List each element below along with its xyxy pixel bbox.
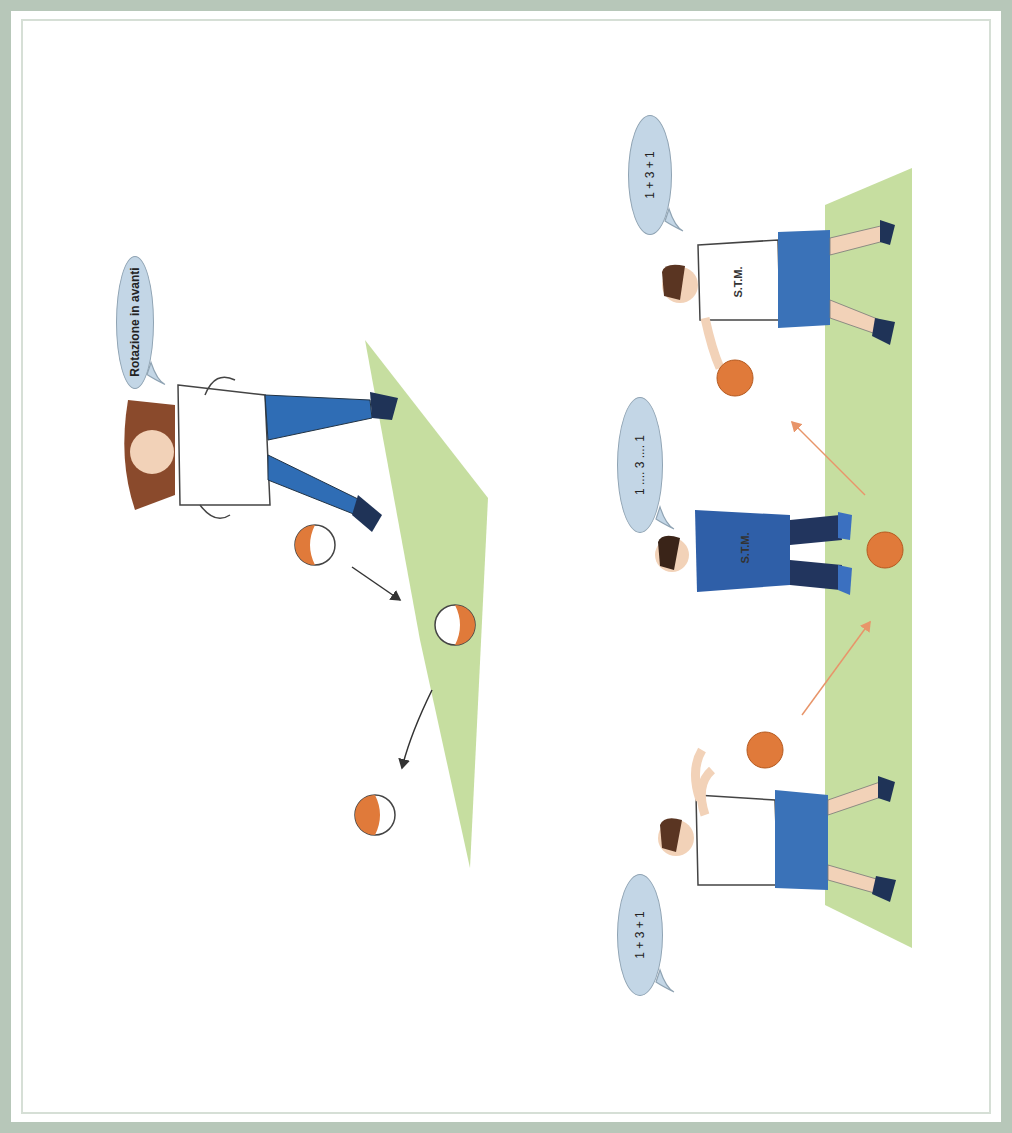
inner-frame <box>22 20 990 1113</box>
speech-text: 1 + 3 + 1 <box>643 151 657 198</box>
bubble-tail <box>656 507 674 529</box>
player-figure <box>658 750 896 902</box>
speech-bubble: 1 + 3 + 1 <box>628 115 672 235</box>
ball <box>867 532 903 568</box>
bubble-tail <box>665 209 683 231</box>
frame <box>4 4 1008 1129</box>
speech-bubble: 1 .... 3 .... 1 <box>617 397 663 533</box>
bubble-tail <box>656 970 674 992</box>
bubble-tail <box>147 363 165 385</box>
motion-arrow <box>402 690 432 768</box>
ball <box>717 360 753 396</box>
speech-bubble: 1 + 3 + 1 <box>617 874 663 996</box>
speech-text: 1 .... 3 .... 1 <box>633 435 647 495</box>
pass-arrow <box>792 422 865 495</box>
shirt-logo: S.T.M. <box>739 532 751 563</box>
half-ball <box>295 525 475 835</box>
floor-strip <box>825 168 912 948</box>
motion-arrow <box>352 567 400 600</box>
player-figure <box>655 510 852 595</box>
shirt-logo: S.T.M. <box>732 266 744 297</box>
ball <box>747 732 783 768</box>
pass-arrow <box>802 622 870 715</box>
girl-figure <box>124 377 398 532</box>
player-figure <box>662 220 895 368</box>
speech-text: Rotazione in avanti <box>128 267 142 376</box>
speech-bubble: Rotazione in avanti <box>116 256 154 389</box>
speech-text: 1 + 3 + 1 <box>633 911 647 958</box>
floor-plane <box>365 340 488 868</box>
